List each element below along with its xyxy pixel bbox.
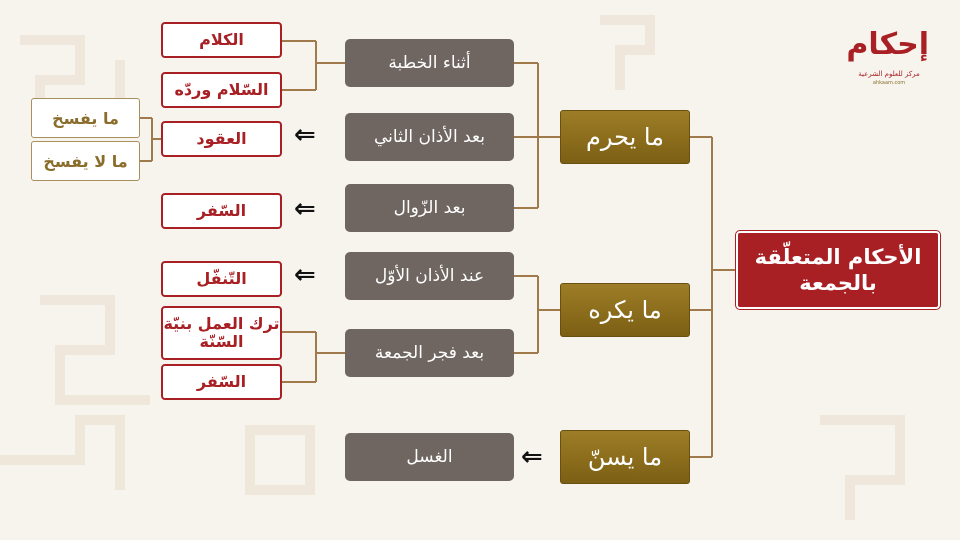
logo-wordmark: إحكام — [846, 27, 929, 62]
condition-at-first-adhan: عند الأذان الأوّل — [345, 252, 514, 300]
outcome-annulled: ما يفسخ — [31, 98, 140, 138]
condition-during-khutbah: أثناء الخطبة — [345, 39, 514, 87]
category-recommended: ما يسنّ — [560, 430, 690, 484]
brand-logo: إحكام مركز للعلوم الشرعية ahkaam.com — [846, 27, 929, 90]
condition-after-zawal: بعد الزّوال — [345, 184, 514, 232]
arrow-icon: ⇐ — [521, 442, 543, 472]
logo-subtitle: مركز للعلوم الشرعية — [858, 70, 920, 78]
condition-ghusl: الغسل — [345, 433, 514, 481]
ruling-travel: السّفر — [161, 193, 282, 229]
arrow-icon: ⇐ — [294, 120, 316, 150]
ruling-voluntary-prayer: التّنفّل — [161, 261, 282, 297]
ruling-travel-2: السّفر — [161, 364, 282, 400]
logo-url: ahkaam.com — [872, 80, 906, 86]
ruling-contracts: العقود — [161, 121, 282, 157]
arrow-icon: ⇐ — [294, 260, 316, 290]
condition-after-second-adhan: بعد الأذان الثاني — [345, 113, 514, 161]
outcome-not-annulled: ما لا يفسخ — [31, 141, 140, 181]
ruling-greeting: السّلام وردّه — [161, 72, 282, 108]
arrow-icon: ⇐ — [294, 194, 316, 224]
category-forbidden: ما يحرم — [560, 110, 690, 164]
root-node: الأحكام المتعلّقة بالجمعة — [736, 231, 940, 309]
ruling-leaving-work: ترك العمل بنيّة السّنّة — [161, 306, 282, 360]
category-disliked: ما يكره — [560, 283, 690, 337]
ruling-speech: الكلام — [161, 22, 282, 58]
condition-after-fajr: بعد فجر الجمعة — [345, 329, 514, 377]
